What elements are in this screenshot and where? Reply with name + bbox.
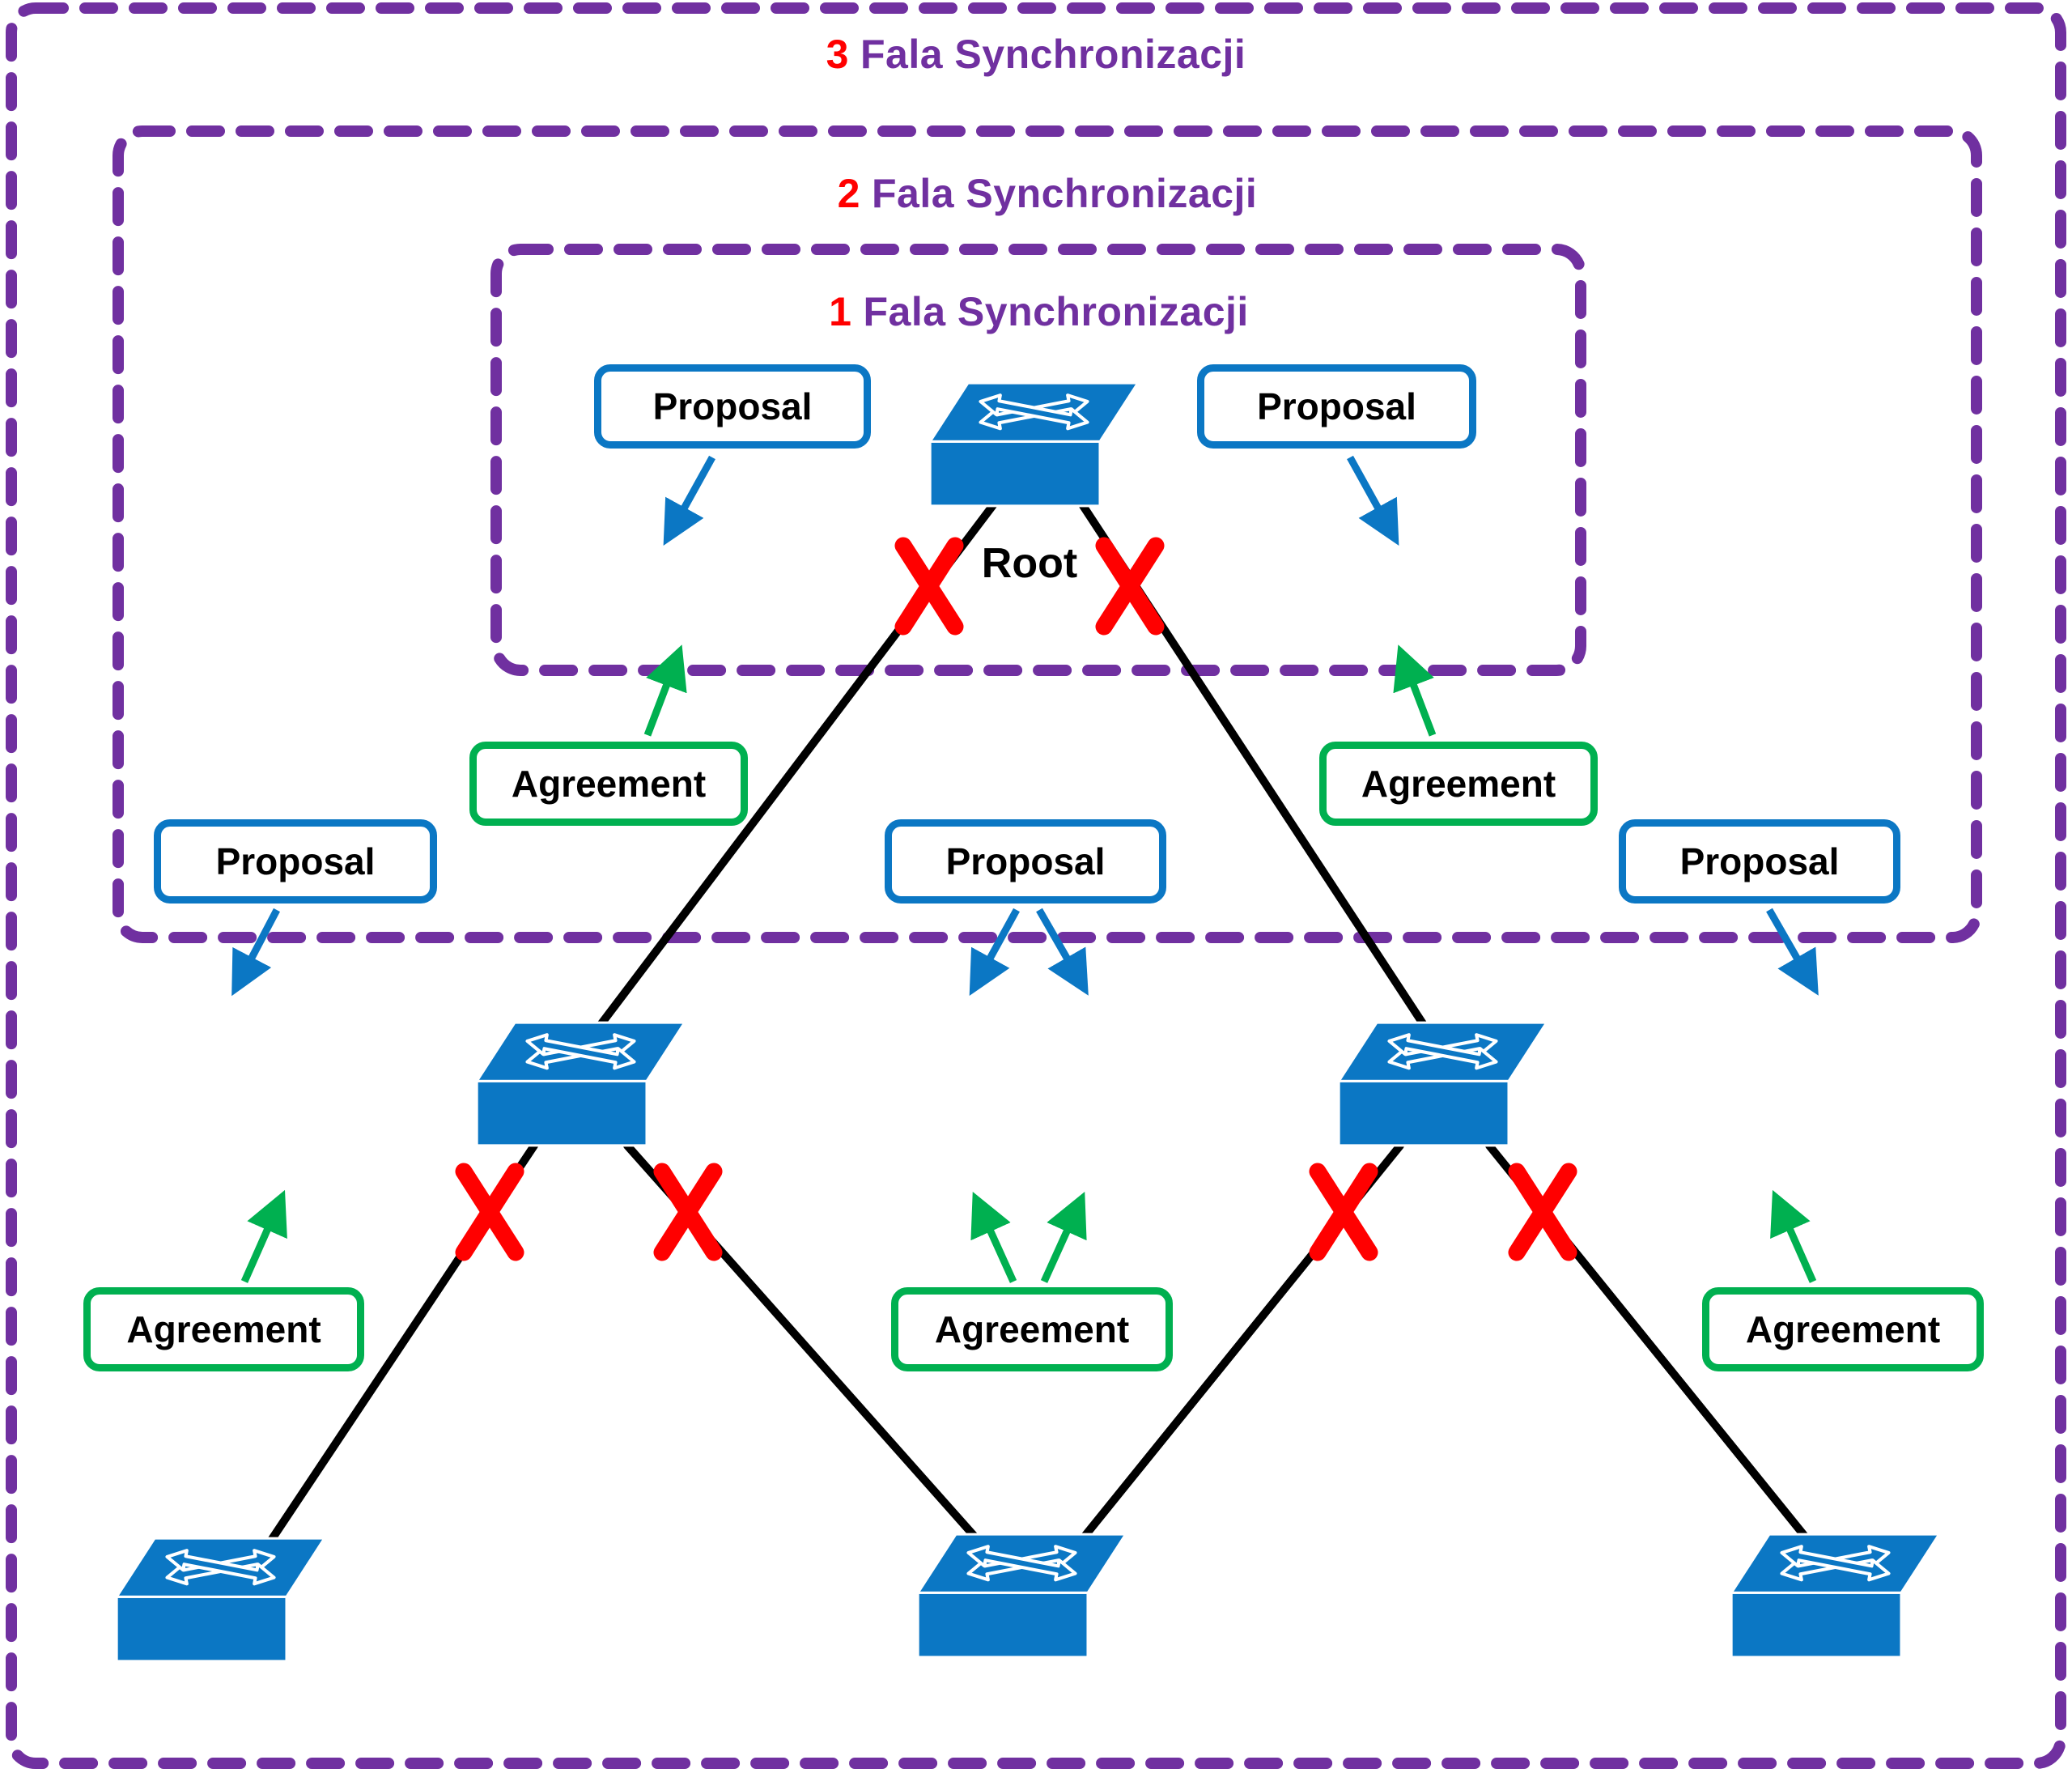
network-switch-icon-bottom-right <box>1731 1534 1939 1657</box>
root-label: Root <box>981 540 1078 587</box>
proposal-arrow-icon <box>663 455 715 546</box>
agreement-arrow-icon <box>1393 644 1437 737</box>
wave3-label: Fala Synchronizacji <box>860 32 1246 77</box>
proposal-arrow-icon <box>1036 908 1089 996</box>
proposal-arrow-icon <box>231 908 280 997</box>
proposal-box: Proposal <box>885 819 1166 904</box>
blocked-port-x-icon <box>894 537 964 636</box>
proposal-box: Proposal <box>1197 364 1476 449</box>
blocked-port-x-icon <box>1508 1163 1577 1261</box>
blocked-port-x-icon <box>653 1163 723 1261</box>
blocked-ports <box>455 537 1577 1261</box>
network-switch-icon-bottom-center <box>918 1534 1126 1657</box>
blocked-port-x-icon <box>1309 1163 1378 1261</box>
wave1-label: Fala Synchronizacji <box>863 289 1249 334</box>
wave1-boundary <box>490 244 1586 676</box>
agreement-box: Agreement <box>83 1287 364 1371</box>
blocked-port-x-icon <box>1095 537 1165 636</box>
agreement-box: Agreement <box>469 742 748 826</box>
proposal-arrow-icon <box>1766 908 1819 996</box>
wave2-label: Fala Synchronizacji <box>871 171 1258 216</box>
agreement-arrow-icon <box>240 1189 287 1283</box>
agreement-arrows <box>240 644 1817 1283</box>
wave1-number: 1 <box>829 289 852 334</box>
agreement-arrow-icon <box>970 1191 1017 1283</box>
proposal-arrow-icon <box>969 908 1020 997</box>
agreement-box: Agreement <box>1319 742 1598 826</box>
network-switch-icon-mid-left <box>477 1023 685 1146</box>
wave3-number: 3 <box>826 32 849 77</box>
wave2-boundary <box>113 125 1982 943</box>
agreement-box: Agreement <box>891 1287 1173 1371</box>
proposal-box: Proposal <box>594 364 871 449</box>
agreement-arrow-icon <box>1770 1189 1817 1283</box>
agreement-arrow-icon <box>1040 1191 1087 1283</box>
agreement-box: Agreement <box>1702 1287 1984 1371</box>
network-switch-icon-mid-right <box>1339 1023 1547 1146</box>
agreement-arrow-icon <box>643 644 687 737</box>
proposal-arrow-icon <box>1347 455 1399 546</box>
blocked-port-x-icon <box>455 1163 524 1261</box>
wave2-number: 2 <box>837 171 860 216</box>
proposal-box: Proposal <box>1619 819 1900 904</box>
network-switch-icon-bottom-left <box>117 1538 325 1661</box>
proposal-arrows <box>231 455 1819 997</box>
proposal-box: Proposal <box>154 819 437 904</box>
network-switch-icon-root <box>930 383 1138 506</box>
wave3-boundary <box>6 2 2066 1769</box>
